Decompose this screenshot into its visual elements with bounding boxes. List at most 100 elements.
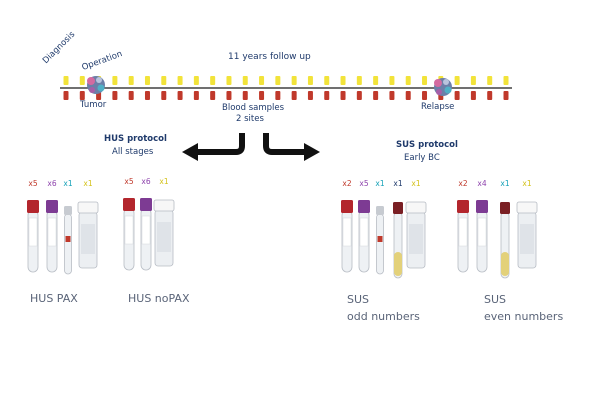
tube-label-sticker bbox=[477, 217, 487, 247]
timeline-marks bbox=[60, 76, 512, 100]
timeline-marker-yellow bbox=[275, 76, 281, 85]
timeline-marker-yellow bbox=[193, 76, 199, 85]
timeline-marker-red bbox=[389, 91, 395, 100]
timeline-marker-red bbox=[405, 91, 411, 100]
timeline-marker-red bbox=[340, 91, 346, 100]
timeline-marker-red bbox=[422, 91, 428, 100]
timeline-marker-red bbox=[210, 91, 216, 100]
tube-label-sticker bbox=[47, 217, 57, 247]
tube-cap bbox=[393, 202, 403, 214]
sus-protocol-subtitle: Early BC bbox=[404, 153, 440, 163]
tumor-label: Tumor bbox=[80, 100, 107, 110]
timeline-marker-red bbox=[487, 91, 493, 100]
timeline-marker-yellow bbox=[405, 76, 411, 85]
timeline-title: 11 years follow up bbox=[228, 52, 311, 62]
tube-body bbox=[376, 213, 384, 275]
tube-purple-cap: x6 bbox=[140, 177, 152, 271]
container-lid bbox=[153, 199, 175, 212]
timeline-marker-yellow bbox=[226, 76, 232, 85]
tube-label-sticker bbox=[141, 215, 151, 245]
timeline-marker-red bbox=[128, 91, 134, 100]
container-label bbox=[157, 222, 171, 252]
timeline-marker-red bbox=[193, 91, 199, 100]
tube-red-cap: x5 bbox=[27, 179, 39, 273]
tube-count-label: x1 bbox=[393, 179, 402, 188]
timeline-marker-red bbox=[63, 91, 69, 100]
tube-count-label: x1 bbox=[500, 179, 509, 188]
tube-count-label: x6 bbox=[141, 177, 150, 186]
container-label bbox=[81, 224, 95, 254]
timeline-marker-red bbox=[503, 91, 509, 100]
timeline-marker-yellow bbox=[112, 76, 118, 85]
timeline-marker-yellow bbox=[79, 76, 85, 85]
tube-count-label: x1 bbox=[411, 179, 420, 188]
tube-fill bbox=[394, 252, 402, 276]
tumor-blob-icon bbox=[87, 76, 105, 94]
tube-label-sticker bbox=[342, 217, 352, 247]
tube-fill bbox=[501, 252, 509, 276]
timeline-marker-red bbox=[275, 91, 281, 100]
timeline-marker-yellow bbox=[242, 76, 248, 85]
tube-cap bbox=[358, 200, 370, 213]
tube-cap bbox=[123, 198, 135, 211]
tube-cap bbox=[64, 206, 72, 215]
tube-count-label: x1 bbox=[375, 179, 384, 188]
tube-cap bbox=[27, 200, 39, 213]
timeline-marker-yellow bbox=[324, 76, 330, 85]
timeline-marker-red bbox=[242, 91, 248, 100]
hus-nopax-label: HUS noPAX bbox=[128, 292, 190, 305]
tube-label-sticker bbox=[458, 217, 468, 247]
right-arrow-icon bbox=[263, 133, 306, 155]
tube-count-label: x5 bbox=[28, 179, 37, 188]
timeline-marker-red bbox=[470, 91, 476, 100]
timeline-marker-red bbox=[161, 91, 167, 100]
timeline-marker-red bbox=[454, 91, 460, 100]
tube-band bbox=[65, 236, 71, 242]
timeline-marker-red bbox=[79, 91, 85, 100]
timeline-marker-yellow bbox=[487, 76, 493, 85]
timeline-marker-yellow bbox=[259, 76, 265, 85]
timeline-marker-yellow bbox=[340, 76, 346, 85]
tube-label-sticker bbox=[28, 217, 38, 247]
tube-purple-cap: x5 bbox=[358, 179, 370, 273]
tube-cap bbox=[457, 200, 469, 213]
tube-label-sticker bbox=[359, 217, 369, 247]
container-label bbox=[520, 224, 534, 254]
tube-sst: x1 bbox=[393, 179, 403, 279]
sites-label: 2 sites bbox=[236, 114, 264, 124]
tube-count-label: x5 bbox=[124, 177, 133, 186]
timeline-marker-yellow bbox=[144, 76, 150, 85]
container-lid bbox=[516, 201, 538, 214]
blood-samples-label: Blood samples bbox=[222, 103, 285, 113]
timeline-marker-red bbox=[356, 91, 362, 100]
tube-body bbox=[64, 213, 72, 275]
timeline-marker-yellow bbox=[356, 76, 362, 85]
sus-odd-label-line2: odd numbers bbox=[347, 310, 420, 323]
tube-purple-cap: x6 bbox=[46, 179, 58, 273]
tube-cap bbox=[46, 200, 58, 213]
tube-count-label: x1 bbox=[522, 179, 531, 188]
sus-even-label-line2: even numbers bbox=[484, 310, 564, 323]
timeline-marker-red bbox=[373, 91, 379, 100]
timeline-marker-yellow bbox=[307, 76, 313, 85]
timeline-marker-yellow bbox=[291, 76, 297, 85]
tube-band bbox=[377, 236, 383, 242]
tube-purple-cap: x4 bbox=[476, 179, 488, 273]
tube-count-label: x1 bbox=[83, 179, 92, 188]
timeline-marker-red bbox=[307, 91, 313, 100]
relapse-label: Relapse bbox=[421, 102, 455, 112]
container-label bbox=[409, 224, 423, 254]
tube-cap bbox=[476, 200, 488, 213]
timeline-marker-yellow bbox=[422, 76, 428, 85]
timeline-marker-red bbox=[226, 91, 232, 100]
relapse-blob-icon bbox=[434, 78, 452, 96]
timeline-marker-yellow bbox=[63, 76, 69, 85]
tube-red-cap: x2 bbox=[341, 179, 353, 273]
tube-pax: x1 bbox=[63, 179, 73, 275]
tube-container: x1 bbox=[77, 179, 99, 269]
tube-container: x1 bbox=[153, 177, 175, 267]
tube-count-label: x6 bbox=[47, 179, 56, 188]
tube-cap bbox=[140, 198, 152, 211]
